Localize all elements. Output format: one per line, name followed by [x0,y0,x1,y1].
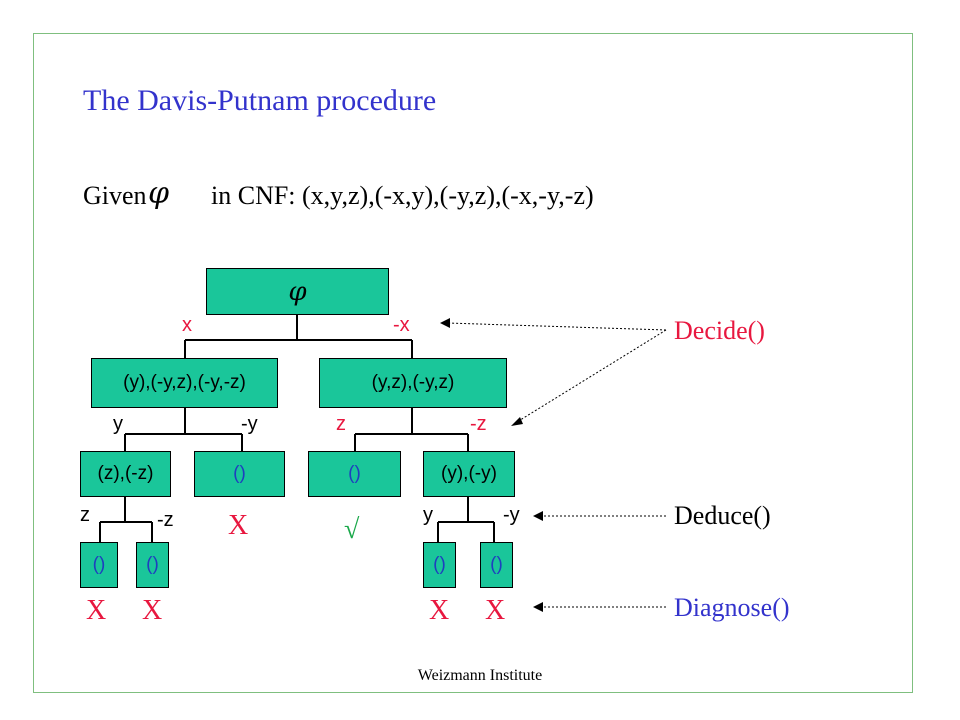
tree-leaf-3: () [423,542,456,588]
edge-label-x: x [182,314,192,336]
edge-label-leaf-not-z: -z [157,509,174,531]
tree-node-x-not-y: () [194,451,285,497]
root-branch-lines [184,314,413,358]
left-branch-lines [124,407,243,451]
tree-leaf-1: () [80,542,118,588]
edge-label-not-x: -x [393,314,410,336]
satisfied-mark: √ [344,514,360,545]
conflict-mark: X [228,510,249,541]
edge-label-leaf-not-y: -y [503,504,520,526]
edge-label-leaf-y: y [423,504,433,526]
edge-label-leaf-z: z [80,504,90,526]
annotation-decide: Decide() [674,316,765,345]
conflict-mark: X [485,595,506,626]
decide-pointer-2 [516,329,667,423]
edge-label-not-y: -y [241,413,258,435]
phi-symbol: φ [148,176,170,211]
decide-arrowhead-2 [511,417,523,426]
rr-branch-lines [437,497,495,542]
edge-label-y: y [113,413,123,435]
conflict-mark: X [429,595,450,626]
slide-frame [33,33,913,693]
tree-node-x: (y),(-y,z),(-y,-z) [91,358,278,408]
cnf-formula: in CNF: (x,y,z),(-x,y),(-y,z),(-x,-y,-z) [211,181,594,210]
decide-arrowhead-1 [440,318,450,328]
conflict-mark: X [86,595,107,626]
tree-leaf-2: () [136,542,169,588]
annotation-diagnose: Diagnose() [674,593,790,622]
annotation-deduce: Deduce() [674,501,771,530]
tree-node-not-x-not-z: (y),(-y) [423,451,515,497]
tree-leaf-4: () [480,542,513,588]
slide-title: The Davis-Putnam procedure [83,84,437,117]
edge-label-z: z [336,413,346,435]
conflict-mark: X [142,595,163,626]
decide-pointer-1 [446,322,667,331]
footer-institution: Weizmann Institute [417,667,543,684]
given-label: Given [83,181,147,210]
deduce-arrowhead [533,511,543,521]
tree-node-not-x-z: () [308,451,401,497]
tree-node-not-x: (y,z),(-y,z) [319,358,507,408]
ll-branch-lines [99,497,153,542]
diagnose-arrowhead [533,602,543,612]
tree-node-root: φ [206,268,389,315]
tree-node-x-y: (z),(-z) [80,451,171,497]
edge-label-not-z: -z [470,413,487,435]
right-branch-lines [354,407,469,451]
